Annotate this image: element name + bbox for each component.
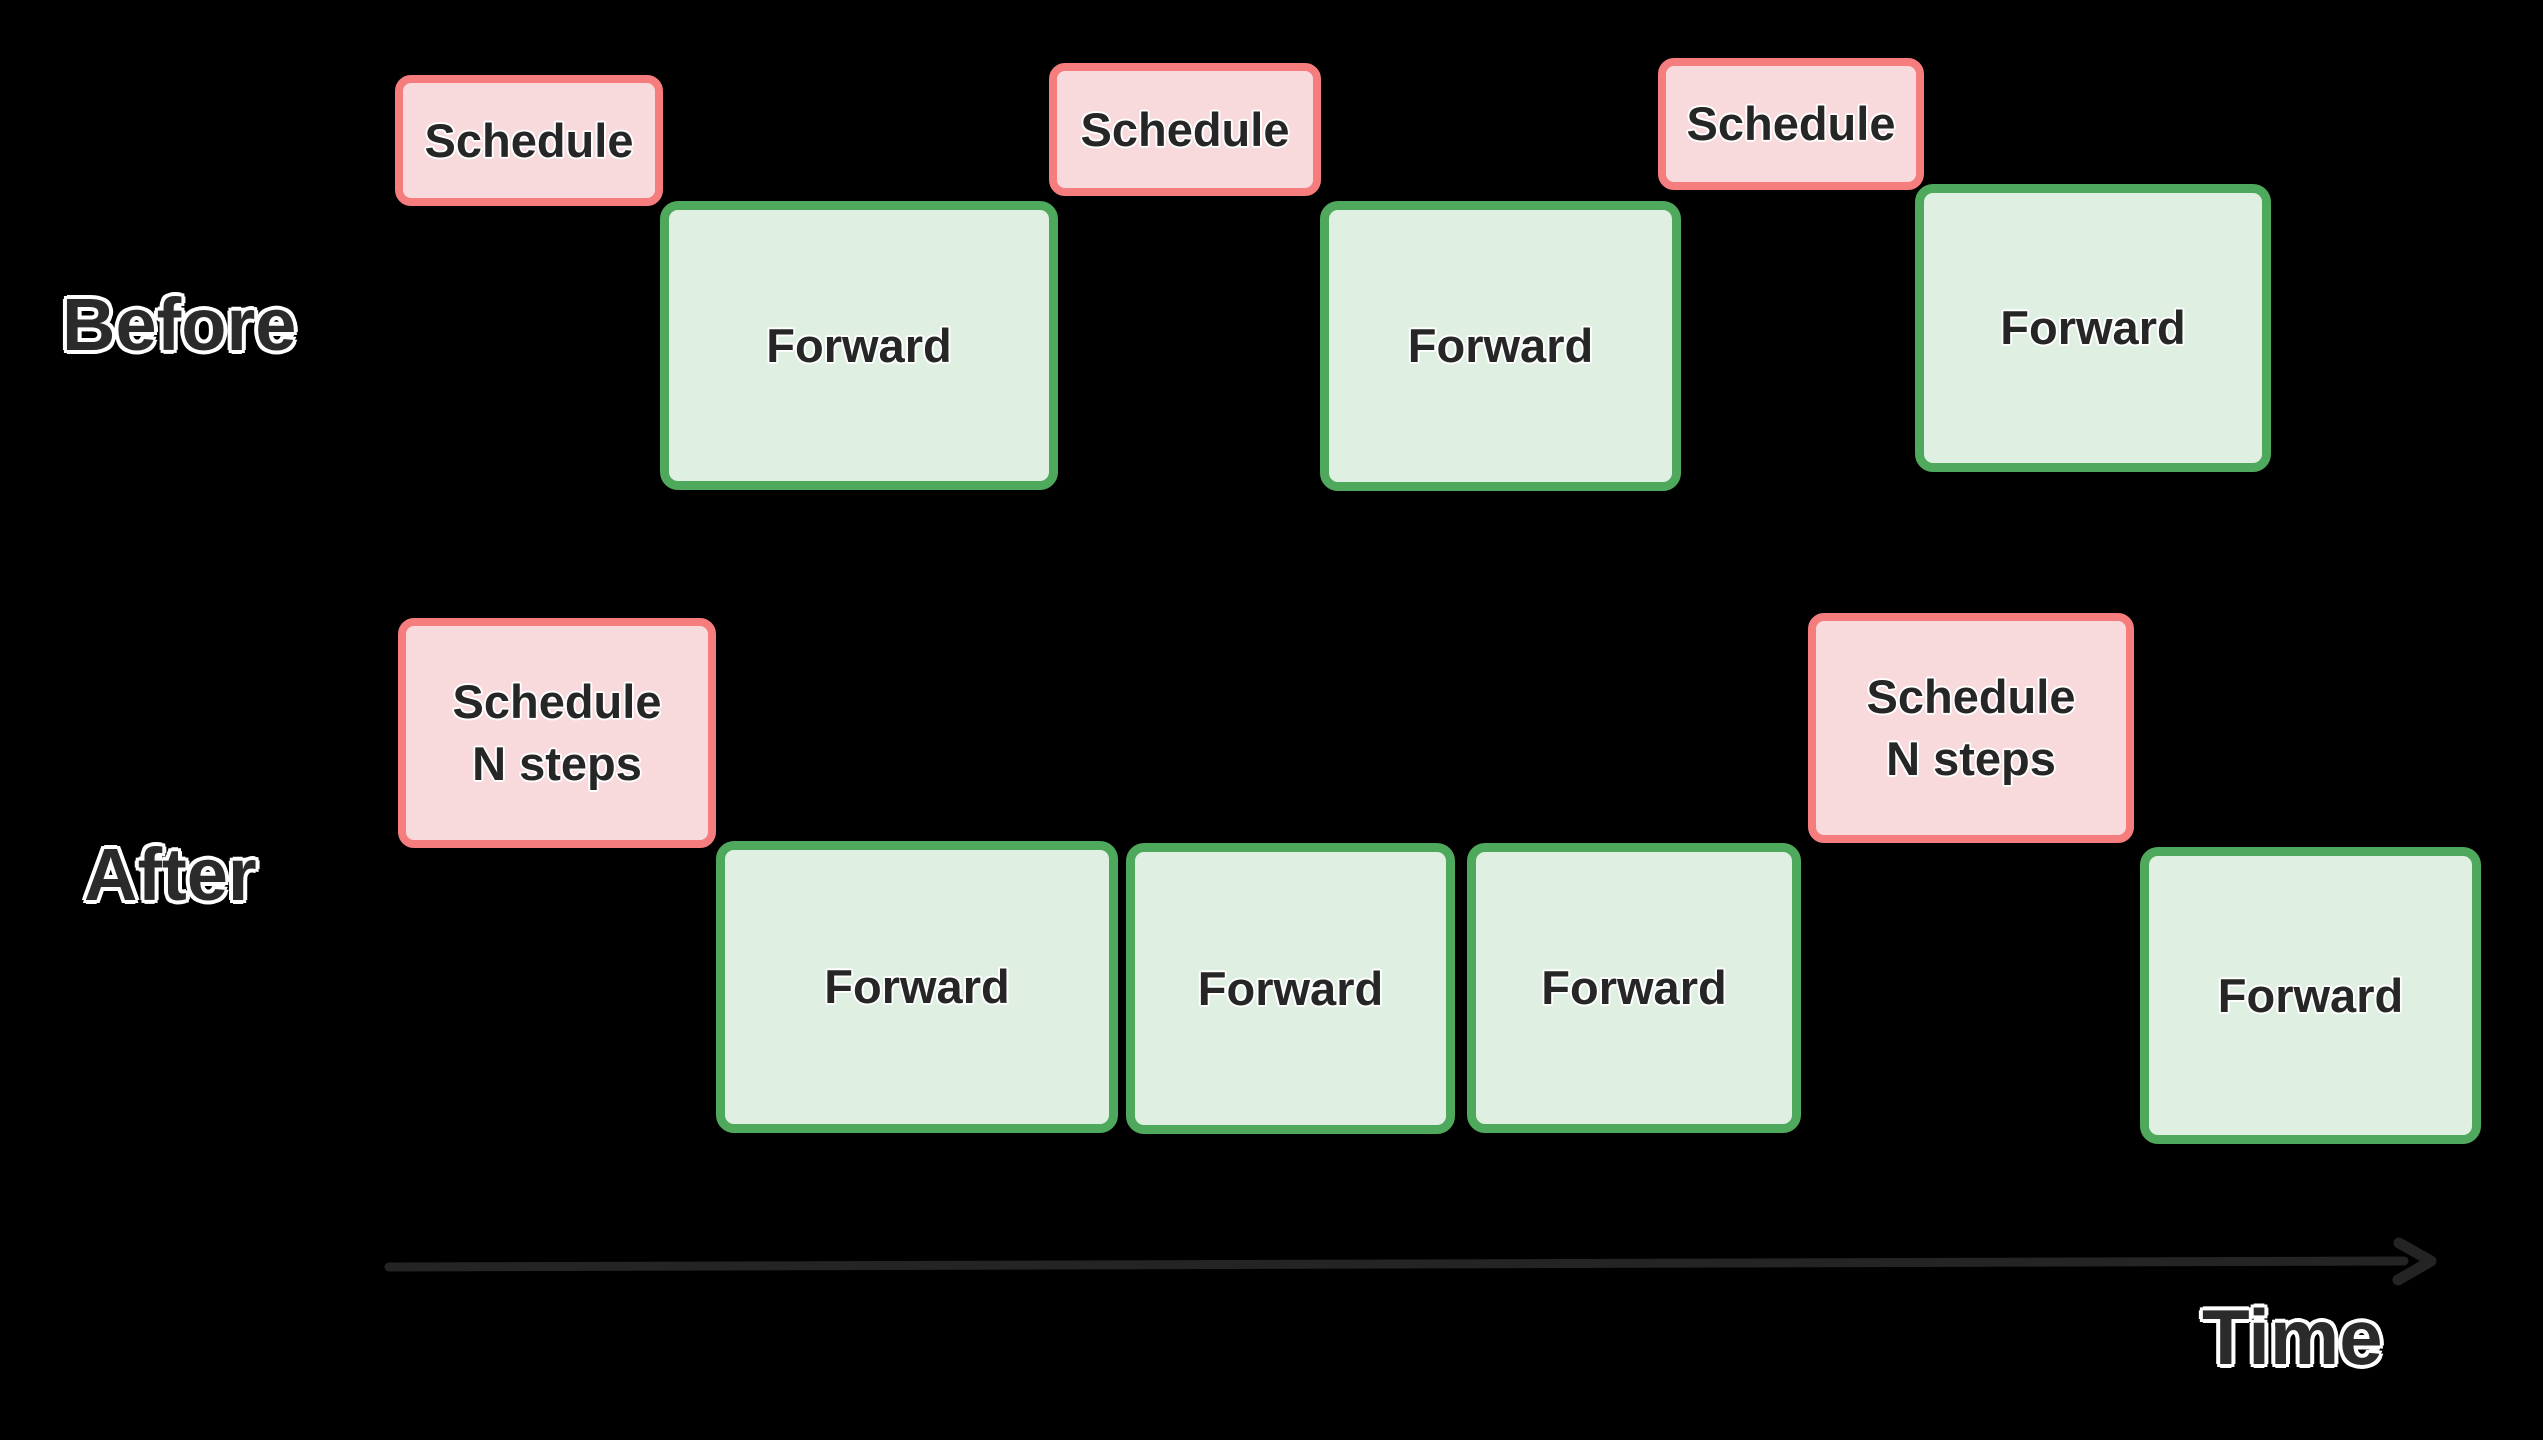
before-schedule-box-3: Schedule bbox=[1658, 58, 1924, 190]
forward-box-label: Forward bbox=[1197, 961, 1384, 1015]
forward-box-label: Forward bbox=[1541, 961, 1727, 1014]
after-forward-box-1: Forward bbox=[716, 841, 1118, 1133]
before-schedule-box-1: Schedule bbox=[395, 75, 663, 206]
after-schedule-n-steps-box-1: Schedule N steps bbox=[398, 618, 716, 848]
after-row-label: After bbox=[84, 833, 257, 916]
before-schedule-box-2: Schedule bbox=[1049, 63, 1321, 196]
time-axis-label: Time bbox=[2202, 1293, 2383, 1381]
after-forward-box-3: Forward bbox=[1467, 843, 1801, 1133]
forward-box-label: Forward bbox=[2000, 301, 2186, 354]
forward-box-label: Forward bbox=[766, 318, 952, 372]
schedule-n-steps-label: Schedule N steps bbox=[1866, 670, 2076, 785]
forward-box-label: Forward bbox=[1407, 319, 1594, 372]
before-row-label: Before bbox=[62, 283, 297, 366]
before-forward-box-1: Forward bbox=[660, 201, 1058, 490]
schedule-box-label: Schedule bbox=[1080, 102, 1290, 156]
forward-box-label: Forward bbox=[2217, 968, 2404, 1022]
schedule-box-label: Schedule bbox=[1686, 97, 1896, 150]
before-forward-box-2: Forward bbox=[1320, 201, 1681, 491]
before-forward-box-3: Forward bbox=[1915, 184, 2271, 472]
forward-box-label: Forward bbox=[824, 960, 1010, 1013]
after-forward-box-4: Forward bbox=[2140, 847, 2481, 1144]
schedule-box-label: Schedule bbox=[424, 113, 634, 167]
after-forward-box-2: Forward bbox=[1126, 843, 1455, 1134]
schedule-n-steps-label: Schedule N steps bbox=[452, 675, 662, 790]
after-schedule-n-steps-box-2: Schedule N steps bbox=[1808, 613, 2134, 843]
